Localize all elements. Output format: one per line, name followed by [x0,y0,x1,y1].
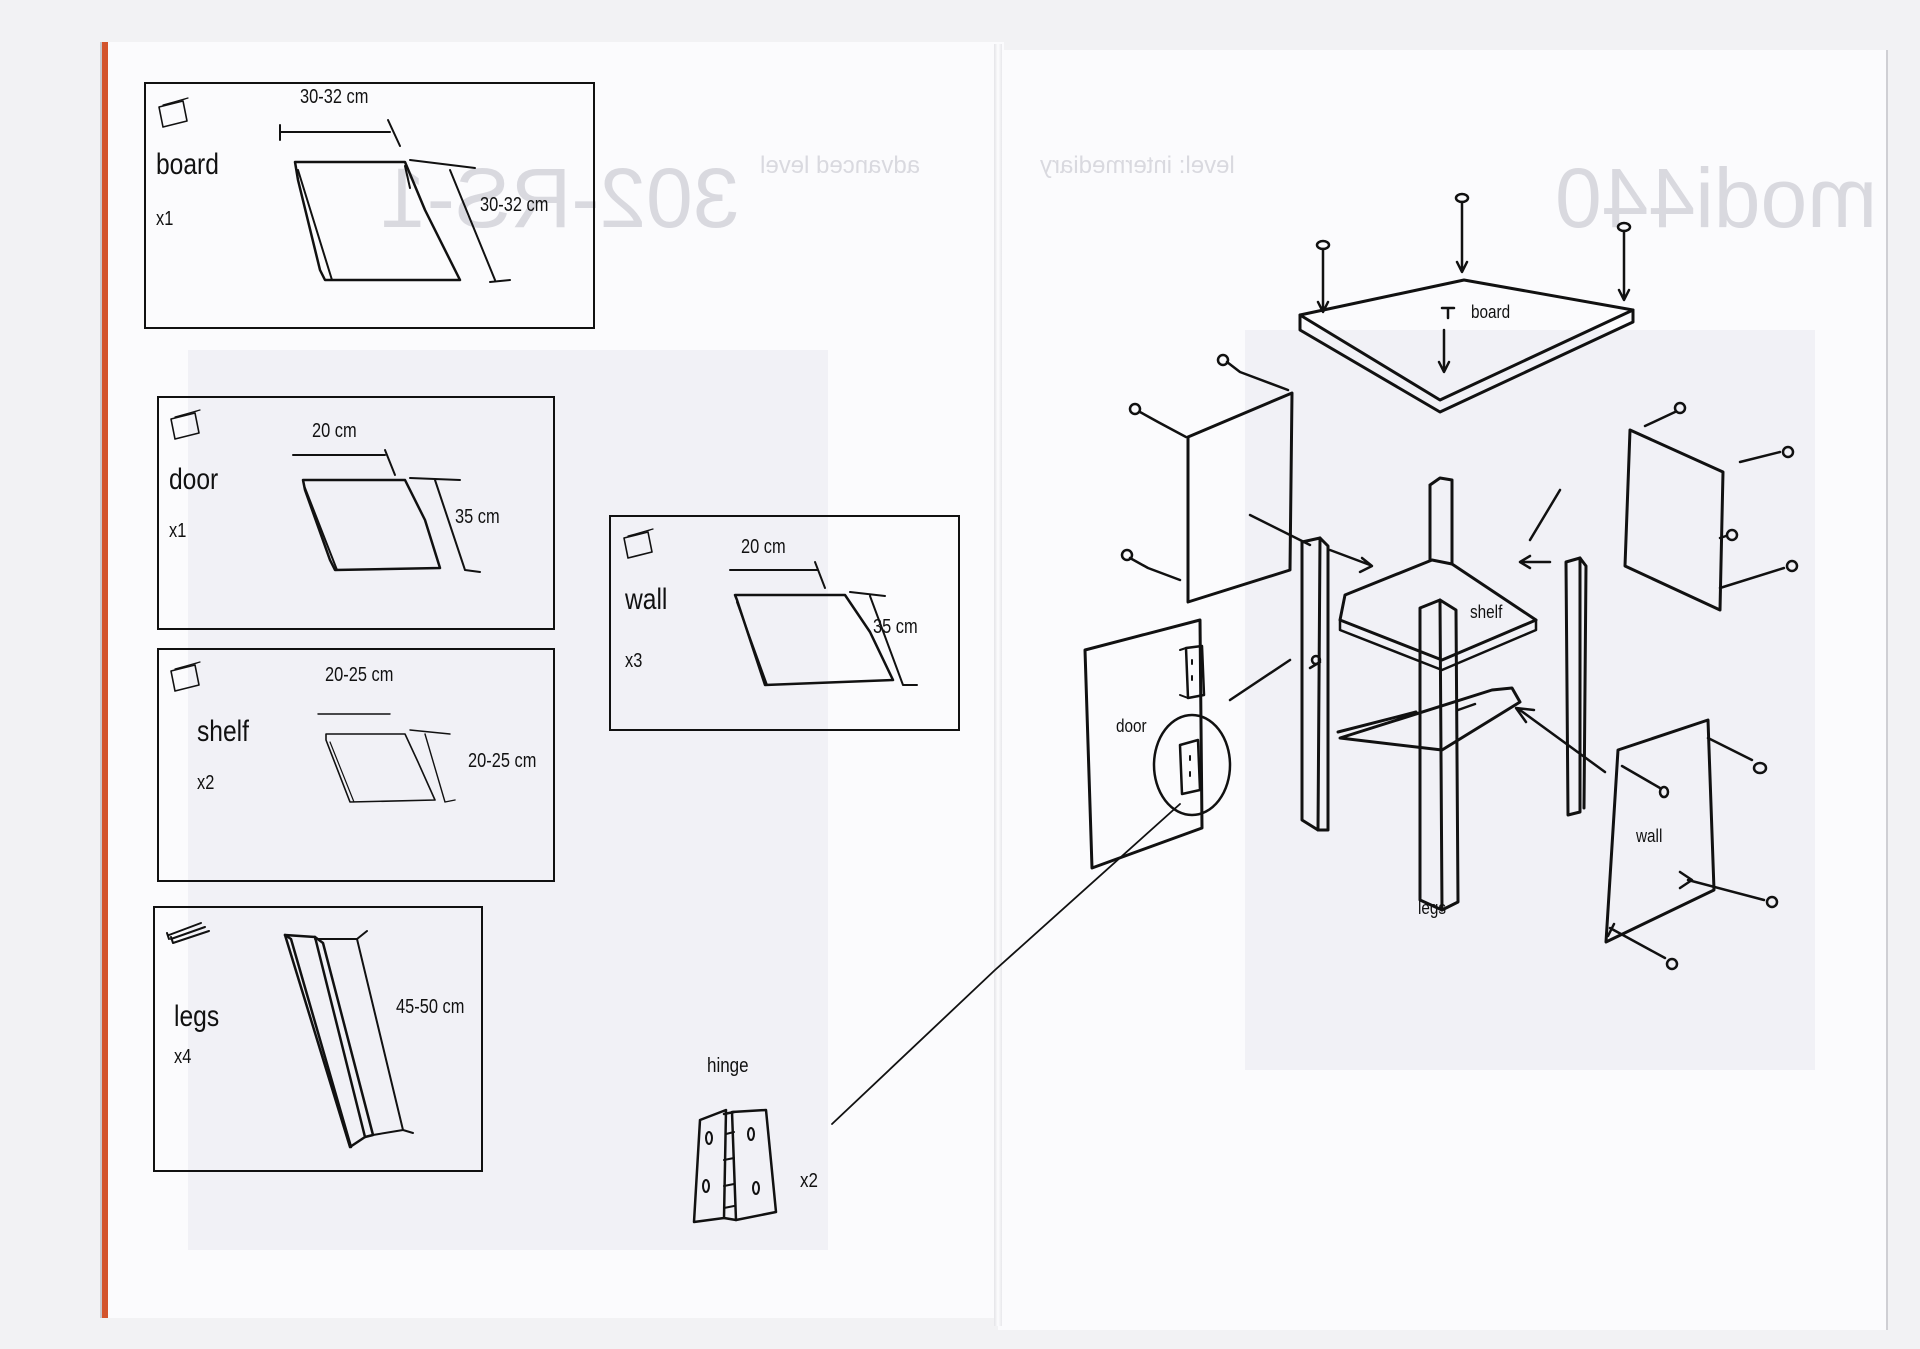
part-name-wall: wall [625,583,668,616]
dim-shelf-depth: 20-25 cm [468,750,537,772]
hinge-label: hinge [707,1055,749,1077]
panel-icon [623,528,654,559]
dim-wall-width: 20 cm [741,536,786,558]
panel-icon [170,661,201,692]
hinge-qty: x2 [800,1170,818,1192]
part-card-wall [609,515,960,731]
part-qty-shelf: x2 [197,772,215,794]
panel-icon [158,97,189,128]
door-part-drawing [292,449,481,573]
board-part-drawing [279,119,511,283]
part-qty-board: x1 [156,208,174,230]
assembly-label-wall: wall [1636,826,1663,846]
dim-shelf-width: 20-25 cm [325,664,394,686]
dim-board-width: 30-32 cm [300,86,369,108]
legs-icon [166,922,210,944]
shelf-part-drawing [317,713,456,803]
ghost-image-right [1245,330,1815,1070]
part-card-board [144,82,595,329]
part-name-legs: legs [174,1000,220,1033]
part-card-shelf [157,648,555,882]
part-card-legs [153,906,483,1172]
book-gutter [994,44,1002,1326]
assembly-label-shelf: shelf [1470,602,1503,622]
dim-door-width: 20 cm [312,420,357,442]
part-name-board: board [156,148,219,181]
legs-part-drawing [283,930,414,1149]
dim-board-depth: 30-32 cm [480,194,549,216]
part-qty-door: x1 [169,520,187,542]
assembly-label-door: door [1116,716,1147,736]
part-qty-legs: x4 [174,1046,192,1068]
hinge-drawing [692,1108,778,1224]
dim-door-height: 35 cm [455,506,500,528]
part-qty-wall: x3 [625,650,643,672]
assembly-label-legs: legs [1418,898,1447,918]
assembly-label-board: board [1471,302,1511,322]
dim-legs-length: 45-50 cm [396,996,465,1018]
ghost-image-left [188,350,828,1250]
wall-part-drawing [729,561,918,687]
ghost-level-2: advanced level [760,152,921,179]
assembly-exploded-view [1083,192,1799,971]
part-name-shelf: shelf [197,715,249,748]
panel-icon [170,409,201,440]
part-name-door: door [169,463,219,496]
ghost-level-1: level: intermediary [1040,152,1235,179]
part-card-door [157,396,555,630]
